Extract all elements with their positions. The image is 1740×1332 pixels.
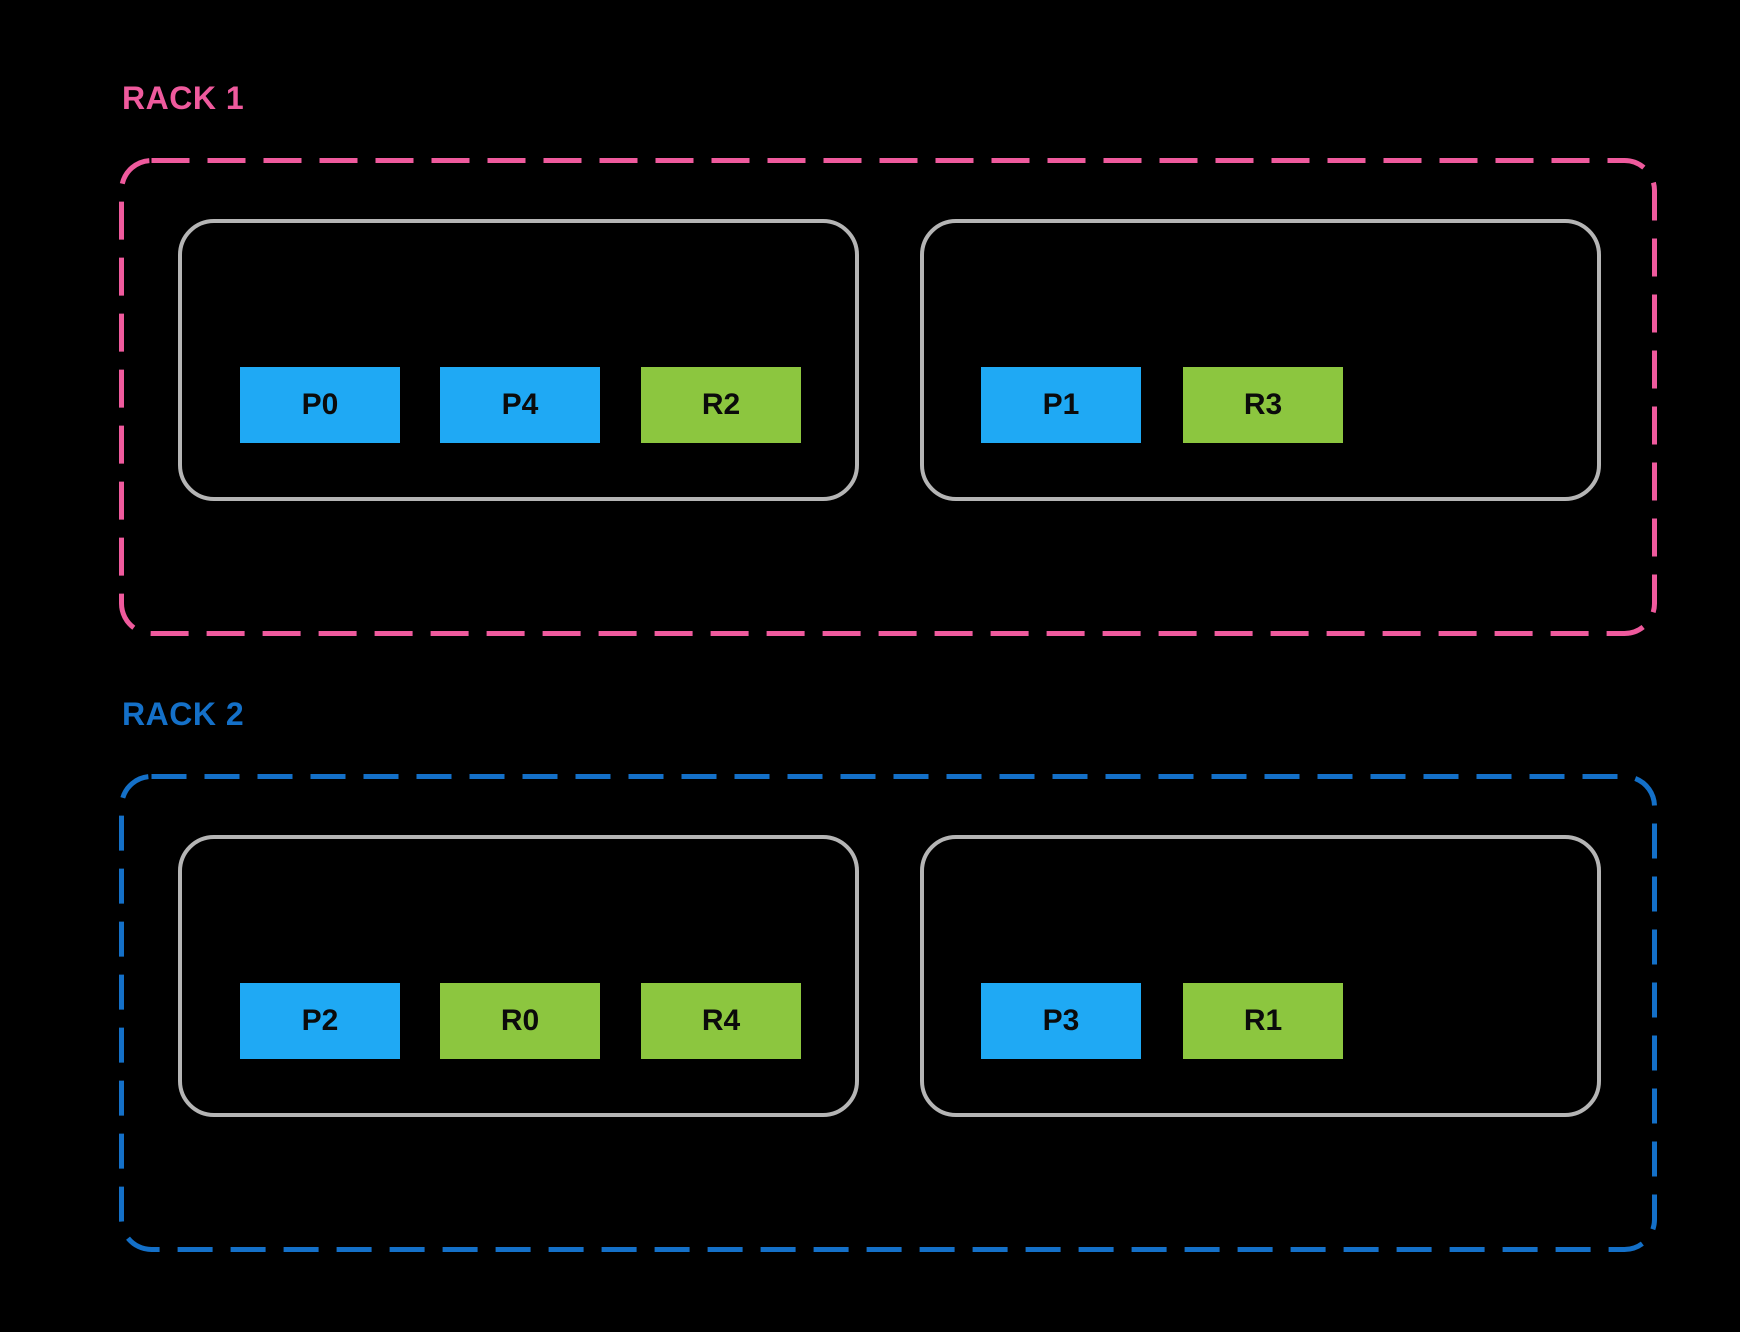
block-r1: R1 <box>1183 983 1343 1059</box>
rack1-node1: P0 P4 R2 <box>178 219 859 501</box>
block-r3: R3 <box>1183 367 1343 443</box>
rack1-label: RACK 1 <box>122 80 245 116</box>
block-p4: P4 <box>440 367 600 443</box>
block-p2: P2 <box>240 983 400 1059</box>
block-p1: P1 <box>981 367 1141 443</box>
rack2-label: RACK 2 <box>122 696 245 732</box>
block-p0: P0 <box>240 367 400 443</box>
rack2-border-rect <box>119 774 1657 1252</box>
rack2-dashed-border <box>119 774 1657 1252</box>
block-p3: P3 <box>981 983 1141 1059</box>
block-r0: R0 <box>440 983 600 1059</box>
rack2-node1: P2 R0 R4 <box>178 835 859 1117</box>
rack1-dashed-border <box>119 158 1657 636</box>
rack2-node2: P3 R1 <box>920 835 1601 1117</box>
block-r4: R4 <box>641 983 801 1059</box>
rack1-node2: P1 R3 <box>920 219 1601 501</box>
block-r2: R2 <box>641 367 801 443</box>
rack1-border-rect <box>119 158 1657 636</box>
